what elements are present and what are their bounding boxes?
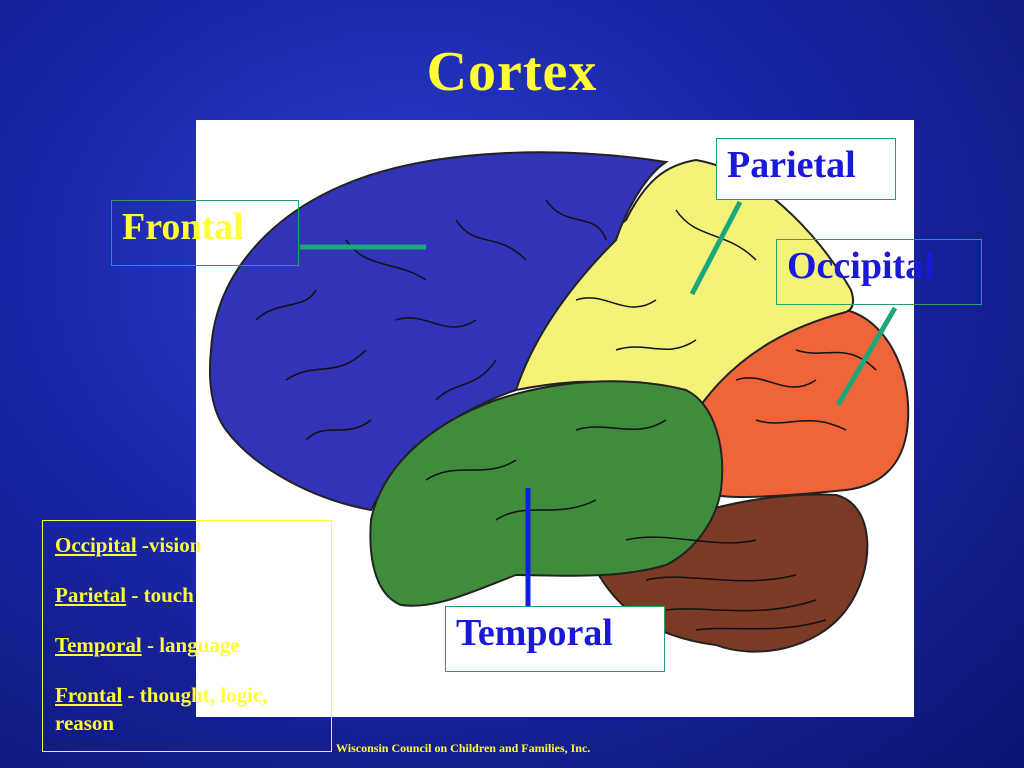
temporal-lobe [369,380,724,607]
legend-description: - language [141,633,240,657]
legend-item: Parietal - touch [55,581,319,609]
legend-item: Occipital -vision [55,531,319,559]
legend-description: - touch [126,583,194,607]
legend-term: Temporal [55,633,142,657]
lobe-function-legend: Occipital -vision Parietal - touch Tempo… [42,520,332,752]
frontal-label: Frontal [111,200,299,266]
brain-illustration [196,120,914,717]
frontal-lobe [208,151,669,512]
parietal-label: Parietal [716,138,896,200]
legend-term: Parietal [55,583,127,607]
legend-description: -vision [136,533,202,557]
legend-term: Frontal [55,683,123,707]
legend-item: Temporal - language [55,631,319,659]
occipital-label: Occipital [776,239,982,305]
footer-credit: Wisconsin Council on Children and Famili… [336,741,591,755]
slide-title: Cortex [426,41,598,103]
brain-drawing [208,151,910,653]
legend-item: Frontal - thought, logic, reason [55,681,319,737]
legend-term: Occipital [55,533,137,557]
temporal-label: Temporal [445,606,665,672]
legend-description: - thought, logic, reason [55,683,268,735]
